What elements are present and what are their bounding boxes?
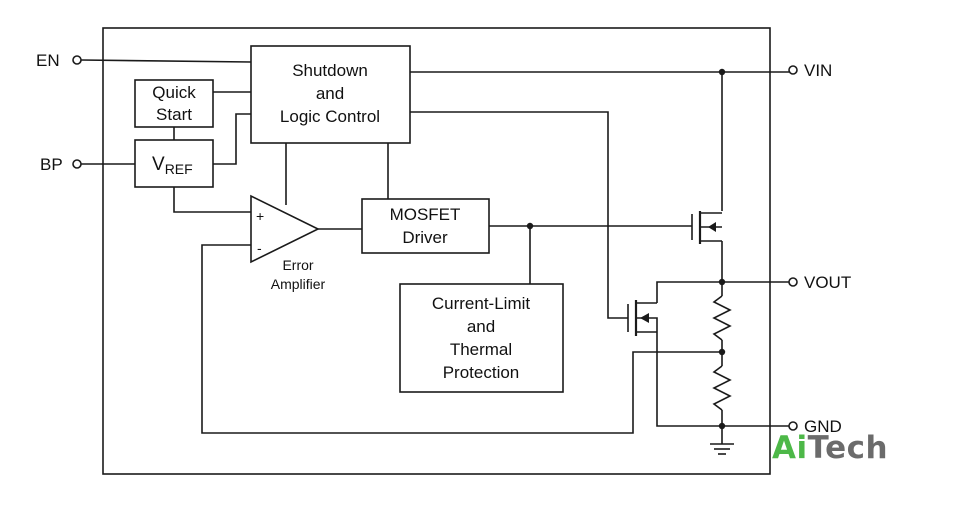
vref-block: [134, 139, 214, 188]
vin-pin-label: VIN: [804, 61, 832, 80]
aitech-logo: AiTech: [772, 430, 888, 466]
shutdown-label-line2: and: [316, 84, 344, 103]
junction-dots: [526, 68, 726, 430]
error-amp-label-line1: Error: [282, 257, 313, 273]
amp-minus-label: -: [257, 240, 262, 256]
error-amplifier-icon: [250, 194, 320, 264]
current-limit-block: [399, 283, 564, 393]
gnd-pin-label: GND: [804, 417, 842, 436]
nmos-pulldown-transistor-icon: [627, 300, 658, 336]
vin-pin-terminal: [788, 65, 798, 75]
quick-start-label-line1: Quick: [152, 83, 196, 102]
gnd-pin-terminal: [788, 421, 798, 431]
en-pin-label: EN: [36, 51, 60, 70]
vout-pin-label: VOUT: [804, 273, 851, 292]
mosfet-driver-label-line1: MOSFET: [390, 205, 461, 224]
quick-start-block: [134, 79, 214, 128]
bp-pin-label: BP: [40, 155, 63, 174]
pmos-pass-transistor-icon: [691, 211, 722, 244]
wiring: [80, 59, 789, 444]
mosfet-driver-label-line2: Driver: [402, 228, 448, 247]
vout-pin-terminal: [788, 277, 798, 287]
mosfet-driver-block: [361, 198, 490, 254]
shutdown-label-line3: Logic Control: [280, 107, 380, 126]
quick-start-label-line2: Start: [156, 105, 192, 124]
logo-ai-text: Ai: [772, 430, 808, 466]
chip-outline: [102, 27, 771, 475]
current-limit-label-line3: Thermal: [450, 340, 512, 359]
logo-tech-text: Tech: [807, 430, 889, 466]
error-amp-label-line2: Amplifier: [271, 276, 326, 292]
vref-label: VREF: [152, 154, 193, 177]
en-pin-terminal: [72, 55, 82, 65]
current-limit-label-line4: Protection: [443, 363, 520, 382]
bp-pin-terminal: [72, 159, 82, 169]
shutdown-logic-block: [250, 45, 411, 144]
amp-plus-label: +: [256, 208, 264, 224]
current-limit-label-line2: and: [467, 317, 495, 336]
current-limit-label-line1: Current-Limit: [432, 294, 531, 313]
ground-icon: [710, 443, 734, 455]
shutdown-label-line1: Shutdown: [292, 61, 368, 80]
